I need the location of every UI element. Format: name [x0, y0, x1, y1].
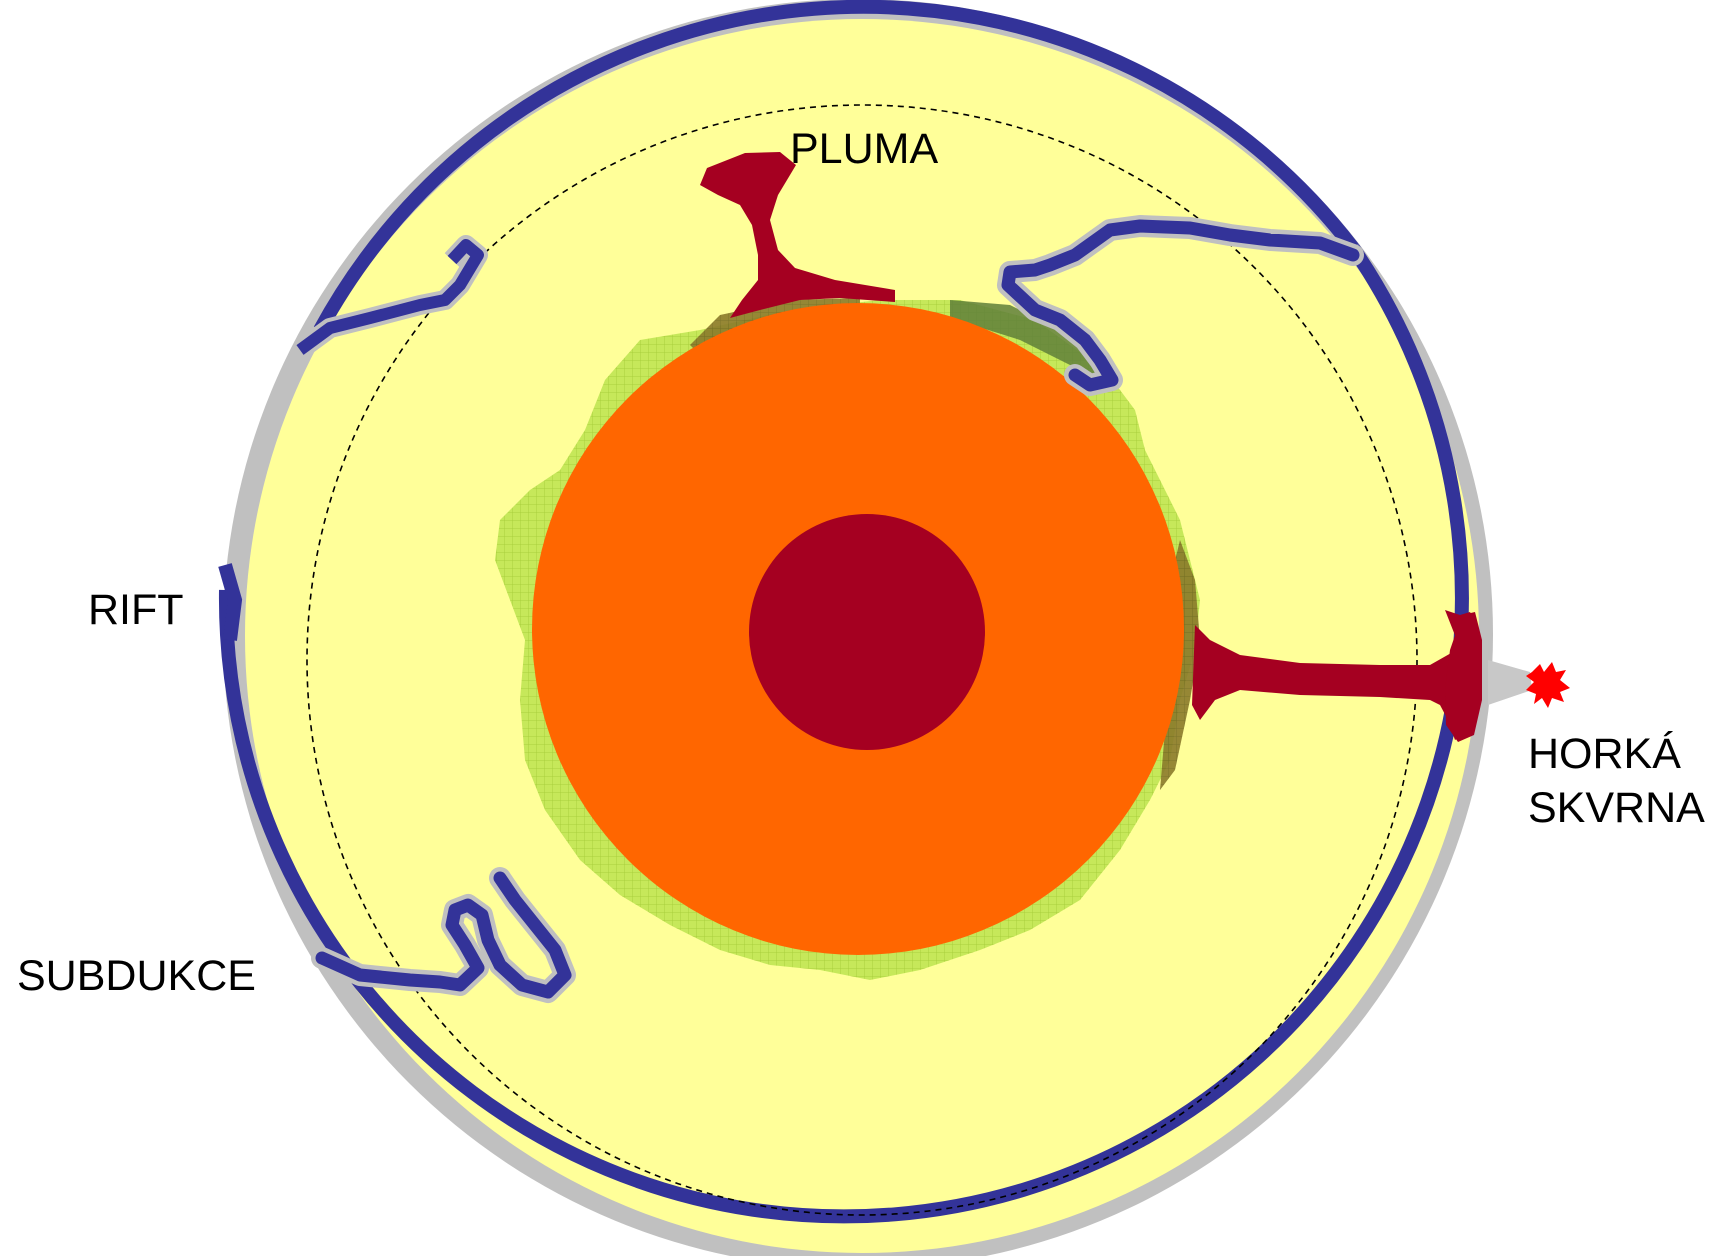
label-rift: RIFT — [88, 586, 184, 634]
hotspot-volcano-cone — [1488, 660, 1532, 705]
mantle-plume-right — [1192, 610, 1478, 740]
label-subdukce: SUBDUKCE — [17, 952, 256, 1000]
mantle-plume-top — [700, 152, 895, 318]
inner-core — [749, 514, 985, 750]
label-hotspot-line1: HORKÁ — [1528, 730, 1681, 778]
hotspot-eruption-icon — [1526, 662, 1570, 708]
transition-zone-boundary — [306, 104, 1418, 1216]
lithosphere-outer-edge — [218, 244, 1469, 1224]
subducting-slab-upper-right — [1001, 219, 1360, 392]
label-hotspot-line2: SKVRNA — [1528, 784, 1705, 832]
hotspot-surface-head — [1445, 612, 1482, 742]
slab-patch-top-right — [950, 300, 1110, 385]
rift-plate-edge-line — [296, 239, 484, 355]
label-pluma: PLUMA — [790, 125, 938, 173]
lithosphere-upper-left — [313, 0, 1359, 334]
subducting-slab-lower-left — [315, 871, 572, 999]
rift-notch — [218, 563, 243, 641]
